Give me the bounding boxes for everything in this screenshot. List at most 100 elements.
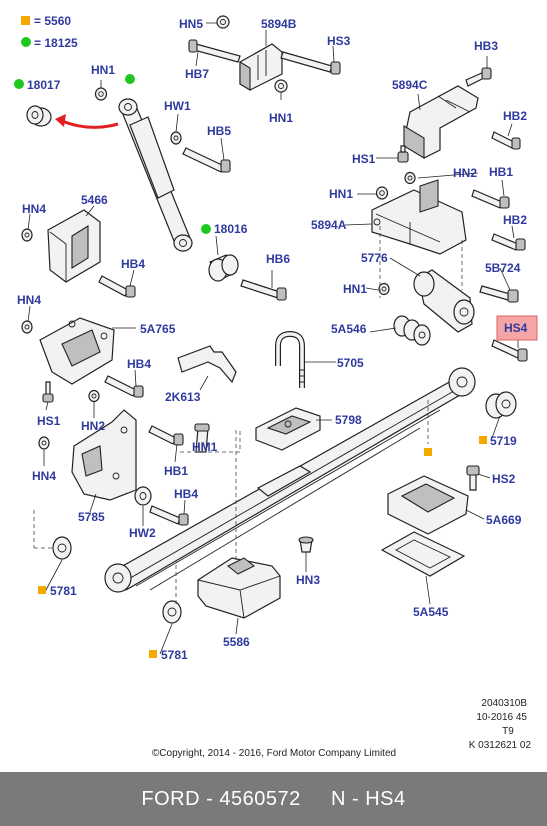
nut-hn4-c[interactable] xyxy=(38,436,50,450)
washer-hw2[interactable] xyxy=(134,486,152,506)
label-5a765[interactable]: 5A765 xyxy=(140,322,176,336)
plate-5a669[interactable] xyxy=(387,475,469,535)
bracket-5466[interactable] xyxy=(47,209,101,283)
bolt-hb4-b[interactable] xyxy=(104,375,144,398)
label-hs3[interactable]: HS3 xyxy=(327,34,351,48)
nut-hn1-r2[interactable] xyxy=(378,282,390,296)
label-5785[interactable]: 5785 xyxy=(78,510,105,524)
bump-stop-hn3[interactable] xyxy=(298,536,314,553)
bushing-5719[interactable] xyxy=(485,391,517,419)
label-hs4[interactable]: HS4 xyxy=(504,321,528,335)
label-5a669[interactable]: 5A669 xyxy=(486,513,522,527)
label-hb2-a[interactable]: HB2 xyxy=(503,109,527,123)
label-hb4-a[interactable]: HB4 xyxy=(121,257,145,271)
bushing-5781-a[interactable] xyxy=(52,536,72,560)
nut-hn2-r[interactable] xyxy=(404,171,416,185)
label-hb1-left[interactable]: HB1 xyxy=(164,464,188,478)
bolt-hm1[interactable] xyxy=(194,423,210,453)
label-5719[interactable]: 5719 xyxy=(490,434,517,448)
label-hn3[interactable]: HN3 xyxy=(296,573,320,587)
label-hn1-r[interactable]: HN1 xyxy=(329,187,353,201)
label-18016[interactable]: 18016 xyxy=(214,222,248,236)
label-5586[interactable]: 5586 xyxy=(223,635,250,649)
hanger-5785[interactable] xyxy=(71,409,137,501)
label-hb1-r[interactable]: HB1 xyxy=(489,165,513,179)
bushing-18017[interactable] xyxy=(26,105,52,127)
bolt-hs4[interactable] xyxy=(491,339,528,362)
nut-hn4-b[interactable] xyxy=(21,320,33,334)
bracket-5894b[interactable] xyxy=(239,43,283,91)
label-hs1-top[interactable]: HS1 xyxy=(352,152,376,166)
label-5894a[interactable]: 5894A xyxy=(311,218,347,232)
shackle-5776[interactable] xyxy=(413,269,475,333)
label-hw2[interactable]: HW2 xyxy=(129,526,156,540)
label-hb4-b[interactable]: HB4 xyxy=(127,357,151,371)
clip-2k613[interactable] xyxy=(177,345,237,384)
bolt-hb2-b[interactable] xyxy=(491,233,526,251)
nut-hn4-a[interactable] xyxy=(21,228,33,242)
bushing-5781-b[interactable] xyxy=(162,600,182,624)
label-hn4-a[interactable]: HN4 xyxy=(22,202,46,216)
label-hb7[interactable]: HB7 xyxy=(185,67,209,81)
bushing-5a546[interactable] xyxy=(393,315,431,346)
bolt-hb4-c[interactable] xyxy=(149,505,189,526)
nut-hn1-r[interactable] xyxy=(375,186,389,200)
label-hn1-r2[interactable]: HN1 xyxy=(343,282,367,296)
label-hn2-r[interactable]: HN2 xyxy=(453,166,477,180)
label-hn4-c[interactable]: HN4 xyxy=(32,469,56,483)
label-5466[interactable]: 5466 xyxy=(81,193,108,207)
label-5705[interactable]: 5705 xyxy=(337,356,364,370)
cover-5586[interactable] xyxy=(197,557,281,619)
label-hw1[interactable]: HW1 xyxy=(164,99,191,113)
spring-pad-5798[interactable] xyxy=(255,407,321,451)
bolt-hb5[interactable] xyxy=(182,147,231,173)
bolt-hb7[interactable] xyxy=(188,39,241,63)
u-bolt-5705[interactable] xyxy=(275,330,305,388)
label-hn5[interactable]: HN5 xyxy=(179,17,203,31)
label-5894b[interactable]: 5894B xyxy=(261,17,297,31)
nut-hn2-left[interactable] xyxy=(88,389,100,403)
label-hs2[interactable]: HS2 xyxy=(492,472,516,486)
bolt-hb1-r[interactable] xyxy=(471,189,510,209)
bolt-hs1-left[interactable] xyxy=(42,381,54,403)
bolt-hb3[interactable] xyxy=(465,67,492,87)
bolt-hs3[interactable] xyxy=(280,51,341,75)
label-2k613[interactable]: 2K613 xyxy=(165,390,201,404)
bracket-5a765[interactable] xyxy=(39,317,115,385)
nut-hn5[interactable] xyxy=(216,15,230,29)
shock-absorber[interactable] xyxy=(118,98,193,252)
label-5781-a[interactable]: 5781 xyxy=(50,584,77,598)
gasket-5a545[interactable] xyxy=(380,531,466,577)
label-5798[interactable]: 5798 xyxy=(335,413,362,427)
label-hn1-top[interactable]: HN1 xyxy=(269,111,293,125)
label-5b724[interactable]: 5B724 xyxy=(485,261,521,275)
label-hn1-shock[interactable]: HN1 xyxy=(91,63,115,77)
bolt-hb2-a[interactable] xyxy=(491,131,521,150)
bracket-5894c[interactable] xyxy=(403,85,479,159)
label-hs1-left[interactable]: HS1 xyxy=(37,414,61,428)
label-hn4-b[interactable]: HN4 xyxy=(17,293,41,307)
label-5776[interactable]: 5776 xyxy=(361,251,388,265)
label-hb6[interactable]: HB6 xyxy=(266,252,290,266)
label-hm1[interactable]: HM1 xyxy=(192,440,218,454)
label-5894c[interactable]: 5894C xyxy=(392,78,428,92)
bolt-hb1-left[interactable] xyxy=(148,425,184,446)
leaf-spring[interactable] xyxy=(104,367,476,593)
label-5781-b[interactable]: 5781 xyxy=(161,648,188,662)
bracket-5894a[interactable] xyxy=(371,179,467,255)
bolt-hb6[interactable] xyxy=(240,279,287,301)
bolt-hb4-a[interactable] xyxy=(98,275,136,298)
washer-hw1[interactable] xyxy=(170,131,182,145)
label-hb5[interactable]: HB5 xyxy=(207,124,231,138)
nut-hn1-top[interactable] xyxy=(274,79,288,93)
label-5a545[interactable]: 5A545 xyxy=(413,605,449,619)
label-hn2-left[interactable]: HN2 xyxy=(81,419,105,433)
bolt-5b724[interactable] xyxy=(479,285,519,303)
bolt-hs1-top[interactable] xyxy=(397,145,409,163)
label-hb4-c[interactable]: HB4 xyxy=(174,487,198,501)
bolt-hs2[interactable] xyxy=(466,465,480,491)
label-hb2-b[interactable]: HB2 xyxy=(503,213,527,227)
label-18017[interactable]: 18017 xyxy=(27,78,61,92)
label-hb3[interactable]: HB3 xyxy=(474,39,498,53)
bushing-18016[interactable] xyxy=(208,254,239,282)
